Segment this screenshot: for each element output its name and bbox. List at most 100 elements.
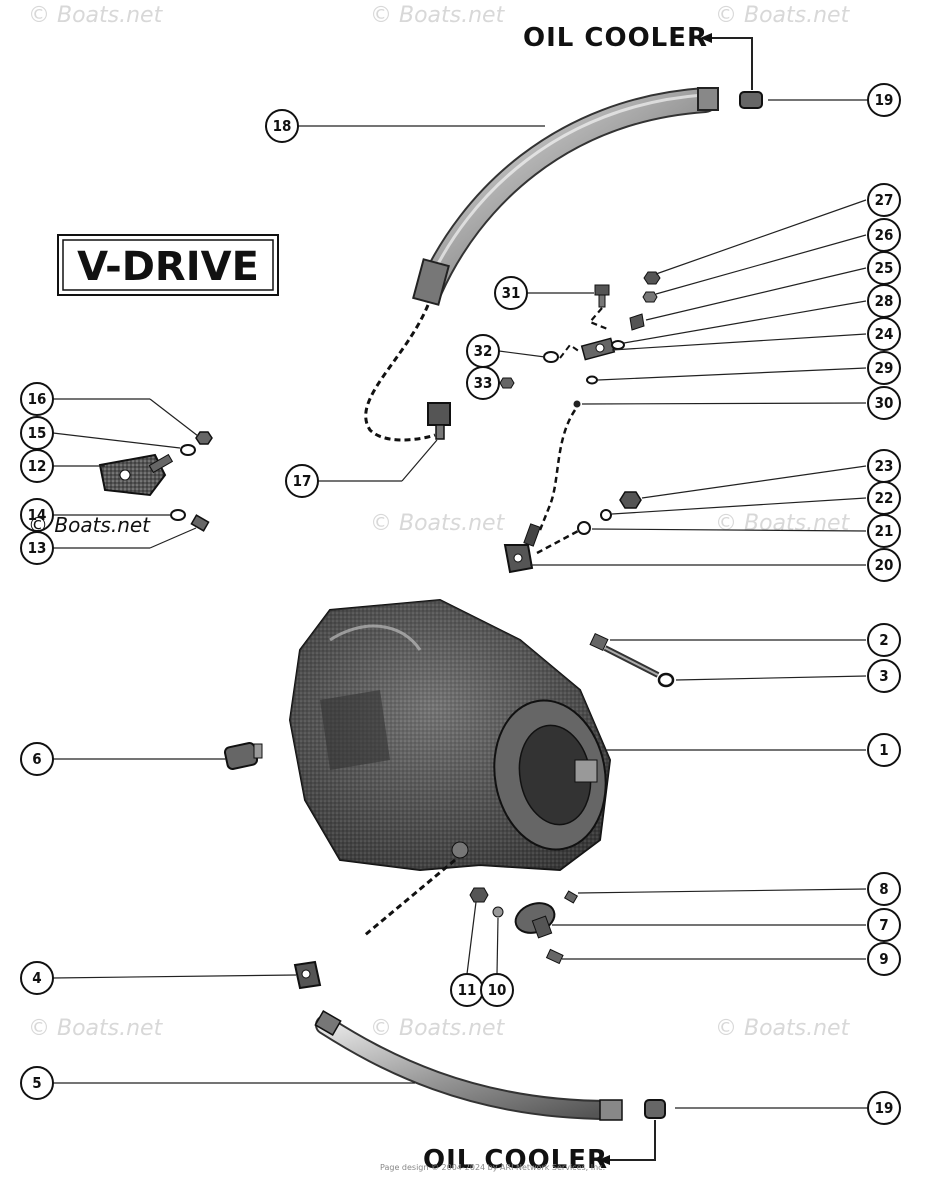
watermark-3: © Boats.net (715, 3, 851, 28)
washer-part-29 (586, 375, 598, 385)
fitting-part-19-bottom (644, 1099, 666, 1119)
svg-text:17: 17 (293, 472, 312, 490)
callout-33[interactable]: 33 (466, 366, 500, 400)
watermark-5: © Boats.net (715, 511, 851, 536)
callout-26[interactable]: 26 (867, 218, 901, 252)
svg-text:16: 16 (28, 390, 47, 408)
screw-part-9 (545, 948, 564, 965)
callout-31[interactable]: 31 (494, 276, 528, 310)
bolt-part-2 (589, 632, 660, 678)
fitting-part-25 (629, 313, 645, 331)
watermark-4: © Boats.net (370, 511, 506, 536)
callouts: 19 18 27 26 25 28 24 29 30 31 32 33 17 2… (20, 83, 901, 1125)
svg-text:1: 1 (879, 741, 888, 759)
callout-21[interactable]: 21 (867, 514, 901, 548)
svg-text:25: 25 (875, 259, 894, 277)
callout-16[interactable]: 16 (20, 382, 54, 416)
svg-text:3: 3 (879, 667, 888, 685)
svg-text:12: 12 (28, 457, 47, 475)
bracket-part-24-assembly (580, 337, 616, 361)
callout-29[interactable]: 29 (867, 351, 901, 385)
callout-27[interactable]: 27 (867, 183, 901, 217)
watermark-8: © Boats.net (715, 1016, 851, 1041)
transmission-to-fitting-dash (364, 858, 456, 937)
callout-24[interactable]: 24 (867, 317, 901, 351)
bolt-31-dash (588, 307, 611, 332)
nut-part-27 (643, 271, 661, 285)
callout-5[interactable]: 5 (20, 1066, 54, 1100)
callout-1[interactable]: 1 (867, 733, 901, 767)
watermarks: © Boats.net © Boats.net © Boats.net © Bo… (28, 3, 851, 1041)
svg-text:4: 4 (32, 969, 41, 987)
oil-cooler-top-arrowhead (700, 33, 712, 43)
bracket-dash (559, 343, 581, 359)
ball-part-30 (573, 400, 581, 408)
fitting-part-19-top (739, 91, 763, 109)
leader-lines (52, 99, 868, 1109)
callout-2[interactable]: 2 (867, 623, 901, 657)
callout-23[interactable]: 23 (867, 449, 901, 483)
callout-8[interactable]: 8 (867, 872, 901, 906)
upper-hose-part-18 (412, 87, 719, 306)
screw-part-8 (563, 890, 579, 904)
svg-text:28: 28 (875, 292, 894, 310)
callout-3[interactable]: 3 (867, 659, 901, 693)
svg-text:30: 30 (875, 394, 894, 412)
oil-cooler-label-bottom: OIL COOLER (423, 1145, 608, 1175)
lower-hose-part-5 (314, 1010, 623, 1121)
svg-text:27: 27 (875, 191, 894, 209)
nut-part-33 (499, 377, 515, 389)
callout-11[interactable]: 11 (450, 973, 484, 1007)
callout-6[interactable]: 6 (20, 742, 54, 776)
footer-text: Page design © 2004-2024 by ARI Network S… (380, 1163, 605, 1172)
v-drive-badge: V-DRIVE (57, 234, 279, 296)
oil-cooler-bottom-arrow-line (606, 1120, 656, 1161)
svg-text:29: 29 (875, 359, 894, 377)
oil-cooler-bottom-arrowhead (598, 1155, 610, 1165)
callout-7[interactable]: 7 (867, 908, 901, 942)
fitting-part-4 (293, 960, 322, 990)
transmission-part-1 (288, 598, 612, 872)
fitting-20-dash (536, 528, 581, 555)
svg-text:22: 22 (875, 489, 894, 507)
callout-4[interactable]: 4 (20, 961, 54, 995)
svg-text:26: 26 (875, 226, 894, 244)
bracket-part-12 (98, 453, 174, 497)
callout-19-bottom[interactable]: 19 (867, 1091, 901, 1125)
watermark-7: © Boats.net (370, 1016, 506, 1041)
callout-22[interactable]: 22 (867, 481, 901, 515)
washer-part-3 (657, 672, 675, 688)
sensor-part-6 (223, 742, 263, 770)
svg-text:15: 15 (28, 424, 47, 442)
callout-12[interactable]: 12 (20, 449, 54, 483)
callout-20[interactable]: 20 (867, 548, 901, 582)
svg-text:2: 2 (879, 631, 888, 649)
washer-part-14 (170, 509, 186, 521)
callout-19-top[interactable]: 19 (867, 83, 901, 117)
nut-part-11 (469, 887, 489, 903)
callout-30[interactable]: 30 (867, 386, 901, 420)
svg-text:6: 6 (32, 750, 41, 768)
callout-18[interactable]: 18 (265, 109, 299, 143)
hose-dash-line (364, 304, 436, 442)
flange-part-7 (514, 902, 556, 939)
callout-17[interactable]: 17 (285, 464, 319, 498)
oil-cooler-top-arrow-line (706, 37, 753, 90)
callout-9[interactable]: 9 (867, 942, 901, 976)
nut-part-23 (619, 491, 642, 509)
screw-part-13 (190, 514, 210, 532)
callout-13[interactable]: 13 (20, 531, 54, 565)
bolt-part-31 (594, 284, 610, 308)
callout-28[interactable]: 28 (867, 284, 901, 318)
nut-part-26 (642, 291, 658, 303)
callout-32[interactable]: 32 (466, 334, 500, 368)
washer-part-22 (600, 509, 612, 521)
fitting-part-17 (427, 402, 451, 440)
washer-part-10 (492, 906, 504, 918)
callout-15[interactable]: 15 (20, 416, 54, 450)
svg-text:13: 13 (28, 539, 47, 557)
callout-25[interactable]: 25 (867, 251, 901, 285)
bracket-part-20 (503, 523, 541, 574)
callout-10[interactable]: 10 (480, 973, 514, 1007)
